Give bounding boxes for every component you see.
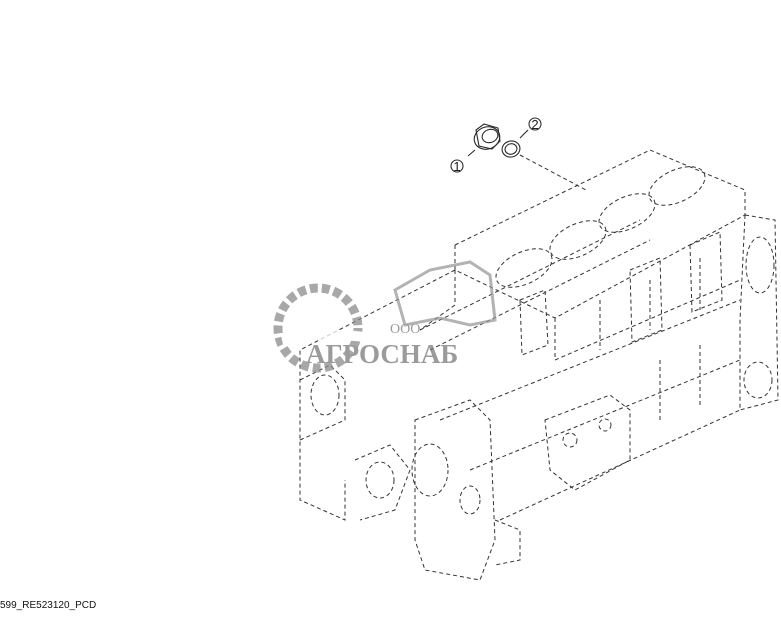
- o-ring-part: [501, 129, 529, 158]
- figure-id: 599_RE523120_PCD: [0, 600, 97, 611]
- tractor-icon: [393, 260, 497, 327]
- leader-line: [519, 154, 587, 191]
- watermark-org: ООО: [390, 322, 420, 337]
- plug-part: [467, 123, 501, 157]
- callout-1: 1: [450, 159, 464, 174]
- watermark-name: АГРОСНАБ: [306, 339, 458, 369]
- callout-2-label: 2: [531, 117, 538, 132]
- engine-block: [299, 149, 779, 581]
- gear-icon: [273, 283, 363, 373]
- callout-2: 2: [528, 117, 542, 132]
- watermark: ООО АГРОСНАБ: [273, 260, 497, 373]
- callout-1-label: 1: [453, 159, 460, 174]
